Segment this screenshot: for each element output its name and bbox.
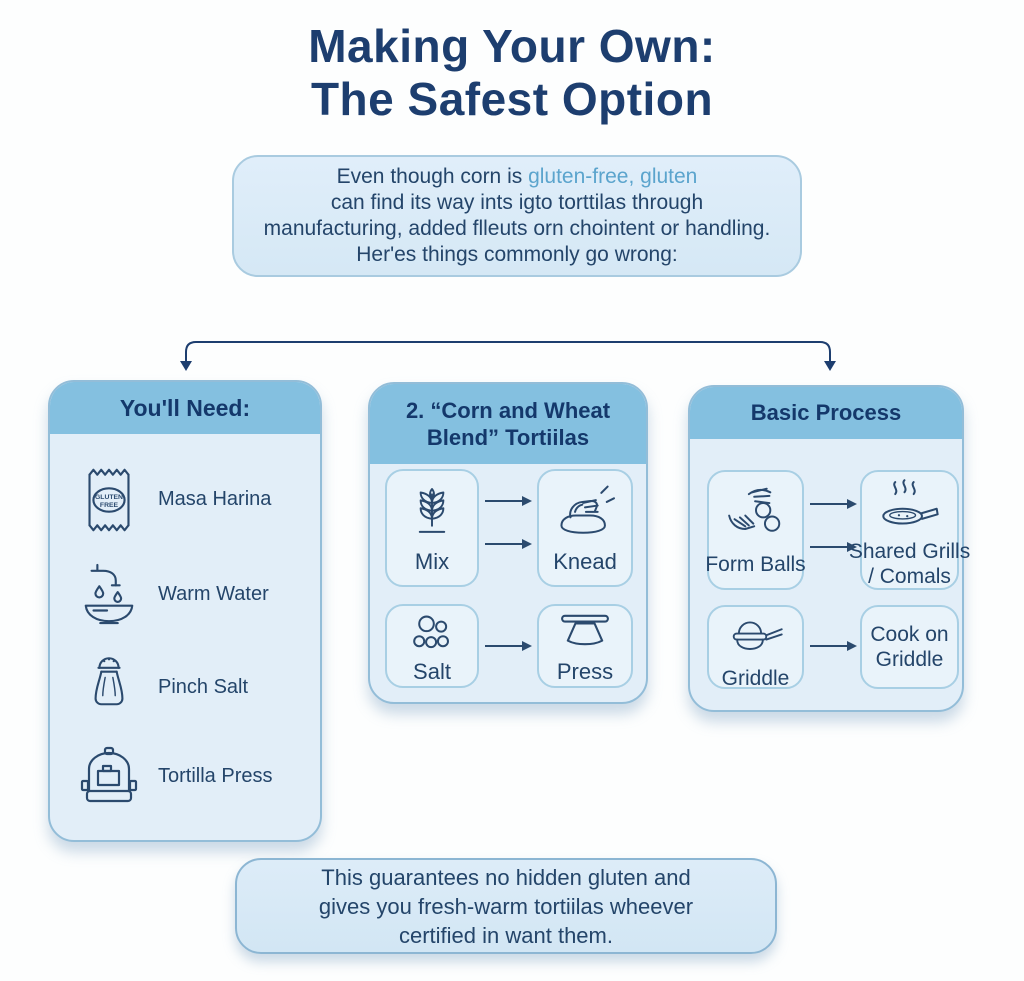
card-basic-process: Basic Process Form Balls xyxy=(688,385,970,712)
form-balls-icon xyxy=(722,483,790,546)
ingredient-label: Pinch Salt xyxy=(158,675,249,698)
intro-line4: Her'es things commonly go wrong: xyxy=(356,243,678,266)
step-label: Griddle xyxy=(721,667,790,690)
griddle-pan-icon xyxy=(723,613,789,666)
right-arrow-icon xyxy=(485,496,532,506)
step-box-griddle: Griddle xyxy=(707,605,804,690)
card-youll-need-title: You'll Need: xyxy=(119,394,251,421)
footer-line3: certified in want them. xyxy=(399,922,613,948)
step-box-press: Press xyxy=(537,604,633,688)
footer-callout: This guarantees no hidden gluten and giv… xyxy=(235,858,777,954)
step-box-knead: Knead xyxy=(537,469,633,587)
footer-line2: gives you fresh-warm tortiilas wheever xyxy=(318,893,694,919)
step-box-mix: Mix xyxy=(385,469,479,587)
right-arrow-icon xyxy=(485,641,532,651)
step-label: Mix xyxy=(414,548,450,574)
step-label-line2: Griddle xyxy=(875,648,944,671)
tortilla-press-icon xyxy=(70,745,148,807)
bag-badge-line1: GLUTEN xyxy=(95,494,123,501)
right-arrow-icon xyxy=(810,542,857,552)
intro-callout: Even though corn is gluten-free, gluten … xyxy=(232,155,802,277)
card-blend-title-line1: 2. “Corn and Wheat xyxy=(405,398,611,423)
card-blend-title-line2: Blend” Tortiilas xyxy=(426,425,590,450)
ingredient-row: Pinch Salt xyxy=(70,652,302,722)
intro-line3: manufacturing, added flleuts orn chointe… xyxy=(263,217,771,240)
card-process-header: Basic Process xyxy=(690,387,962,439)
card-youll-need-header: You'll Need: xyxy=(50,382,320,434)
step-label: Cook on Griddle xyxy=(870,622,948,672)
intro-line2: can find its way ints igto torttilas thr… xyxy=(330,191,704,214)
step-box-salt: Salt xyxy=(385,604,479,688)
step-label-line2: / Comals xyxy=(868,565,951,588)
step-label: Knead xyxy=(553,549,617,575)
salt-grains-icon xyxy=(406,612,458,659)
step-label: Form Balls xyxy=(705,552,806,576)
card-youll-need-body: GLUTEN FREE Masa Harina xyxy=(50,434,320,840)
ingredient-row: Warm Water xyxy=(70,560,302,630)
press-icon xyxy=(554,612,616,659)
ingredient-row: Tortilla Press xyxy=(70,745,302,807)
step-label-line1: Shared Grills xyxy=(848,540,971,563)
ingredient-label: Tortilla Press xyxy=(158,764,273,787)
right-arrow-icon xyxy=(485,539,532,549)
right-arrow-icon xyxy=(810,641,857,651)
bag-badge-line2: FREE xyxy=(100,502,119,509)
intro-line1-highlight: gluten-free, gluten xyxy=(528,165,698,188)
step-label-line1: Cook on xyxy=(870,623,949,646)
title-line2: The Safest Option xyxy=(310,73,714,125)
ingredient-label: Masa Harina xyxy=(158,488,272,511)
step-label: Press xyxy=(556,659,614,684)
intro-line1-text: Even though corn is xyxy=(336,165,529,188)
branch-arrows-connector xyxy=(180,341,836,371)
ingredient-row: GLUTEN FREE Masa Harina xyxy=(70,463,302,537)
title-line1: Making Your Own: xyxy=(308,20,716,72)
right-arrow-icon xyxy=(810,499,857,509)
step-label: Shared Grills / Comals xyxy=(849,539,970,589)
card-process-title: Basic Process xyxy=(750,400,902,425)
wheat-icon xyxy=(404,482,460,543)
card-corn-wheat-blend: 2. “Corn and Wheat Blend” Tortiilas Mix xyxy=(368,382,648,704)
gluten-free-bag-icon: GLUTEN FREE xyxy=(70,463,148,537)
warm-water-icon xyxy=(70,560,148,630)
step-box-form-balls: Form Balls xyxy=(705,470,806,590)
intro-line1: Even though corn is gluten-free, gluten xyxy=(234,164,800,190)
step-box-cook-on-griddle: Cook on Griddle xyxy=(860,605,959,689)
page-title: Making Your Own: The Safest Option xyxy=(0,20,1024,126)
kneading-hands-icon xyxy=(550,482,620,545)
salt-shaker-icon xyxy=(70,652,148,722)
pan-steam-icon xyxy=(875,478,945,539)
card-youll-need: You'll Need: GLUTEN FREE Masa Harina xyxy=(48,380,322,842)
step-label: Salt xyxy=(413,659,451,684)
ingredient-label: Warm Water xyxy=(158,583,269,606)
step-box-shared-grills: Shared Grills / Comals xyxy=(849,470,970,590)
footer-line1: This guarantees no hidden gluten and xyxy=(321,864,691,890)
card-blend-header: 2. “Corn and Wheat Blend” Tortiilas xyxy=(370,384,646,464)
